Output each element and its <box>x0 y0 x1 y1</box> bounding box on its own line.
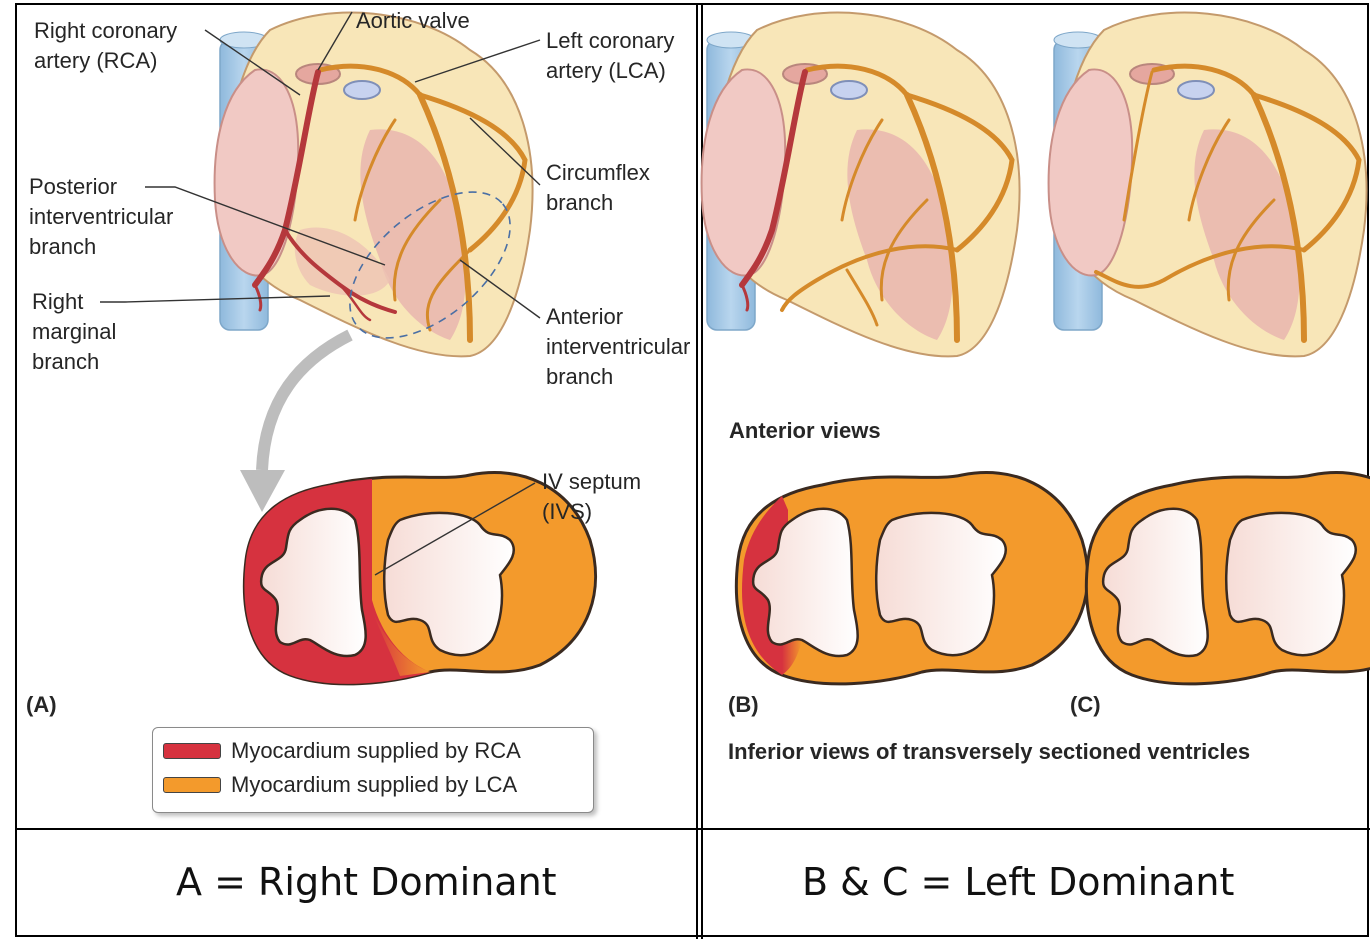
panel-label-a: (A) <box>26 690 57 720</box>
section-c <box>1086 473 1370 684</box>
heart-a <box>215 13 537 512</box>
caption-right-dominant: A = Right Dominant <box>176 860 557 904</box>
legend-label-rca: Myocardium supplied by RCA <box>231 738 521 764</box>
label-rca: Right coronary artery (RCA) <box>34 16 177 76</box>
heart-b <box>702 13 1020 357</box>
legend-swatch-lca <box>163 777 221 793</box>
inferior-views-heading: Inferior views of transversely sectioned… <box>728 737 1250 767</box>
label-right-marginal: Right marginal branch <box>32 287 116 377</box>
label-aortic-valve: Aortic valve <box>356 6 470 36</box>
label-anterior-iv: Anterior interventricular branch <box>546 302 690 392</box>
label-posterior-iv: Posterior interventricular branch <box>29 172 173 262</box>
caption-left-dominant: B & C = Left Dominant <box>802 860 1234 904</box>
legend-label-lca: Myocardium supplied by LCA <box>231 772 517 798</box>
label-iv-septum: IV septum (IVS) <box>542 467 641 527</box>
heart-c <box>1049 13 1367 357</box>
label-circumflex: Circumflex branch <box>546 158 650 218</box>
legend-swatch-rca <box>163 743 221 759</box>
panel-label-c: (C) <box>1070 690 1101 720</box>
label-lca: Left coronary artery (LCA) <box>546 26 674 86</box>
panel-label-b: (B) <box>728 690 759 720</box>
section-b <box>736 473 1087 684</box>
anterior-views-heading: Anterior views <box>729 416 881 446</box>
legend-item-rca: Myocardium supplied by RCA <box>163 736 521 766</box>
legend: Myocardium supplied by RCA Myocardium su… <box>152 727 594 813</box>
legend-item-lca: Myocardium supplied by LCA <box>163 770 517 800</box>
